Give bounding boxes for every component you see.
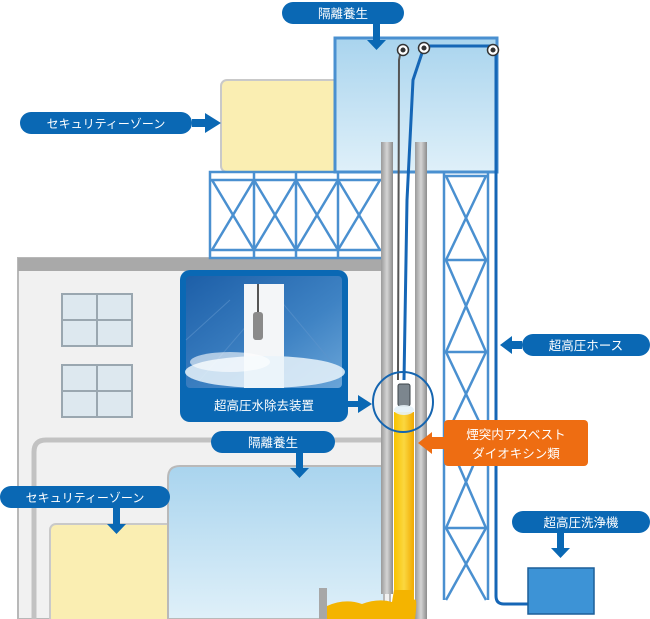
scaffold-tower xyxy=(442,172,490,601)
callout-security-zone-lower xyxy=(0,486,170,534)
hose-and-wire xyxy=(397,44,528,606)
label-chimney-asbestos-line1: 煙突内アスベスト xyxy=(466,427,565,442)
callout-high-pressure-washer xyxy=(512,511,650,558)
device-photo-inset xyxy=(180,270,348,422)
label-chimney-asbestos-line2: ダイオキシン類 xyxy=(472,446,560,461)
callout-chimney-asbestos xyxy=(418,420,588,466)
label-high-pressure-washer: 超高圧洗浄機 xyxy=(543,515,619,530)
label-security-zone-upper: セキュリティーゾーン xyxy=(47,117,166,131)
label-isolation-mid: 隔離養生 xyxy=(248,435,298,450)
label-security-zone-lower: セキュリティーゾーン xyxy=(26,491,145,505)
callout-isolation-top xyxy=(282,2,404,50)
nozzle-highlight-circle xyxy=(372,371,434,433)
high-pressure-washer-unit xyxy=(527,567,595,615)
scaffold-upper-truss xyxy=(208,170,388,260)
callout-water-removal-device xyxy=(330,395,372,413)
label-water-removal-device: 超高圧水除去装置 xyxy=(214,398,314,413)
label-high-pressure-hose: 超高圧ホース xyxy=(549,338,623,353)
pulleys xyxy=(396,41,500,57)
collected-residue xyxy=(327,590,417,619)
callout-isolation-mid xyxy=(211,431,335,478)
chimney xyxy=(319,142,427,619)
isolation-enclosure-lower xyxy=(167,465,385,619)
label-isolation-top: 隔離養生 xyxy=(318,6,368,21)
callout-security-zone-upper xyxy=(20,112,221,134)
chimney-residue xyxy=(394,412,414,619)
callout-high-pressure-hose xyxy=(500,334,650,356)
security-zone-lower xyxy=(49,523,181,619)
nozzle-device xyxy=(394,383,414,415)
